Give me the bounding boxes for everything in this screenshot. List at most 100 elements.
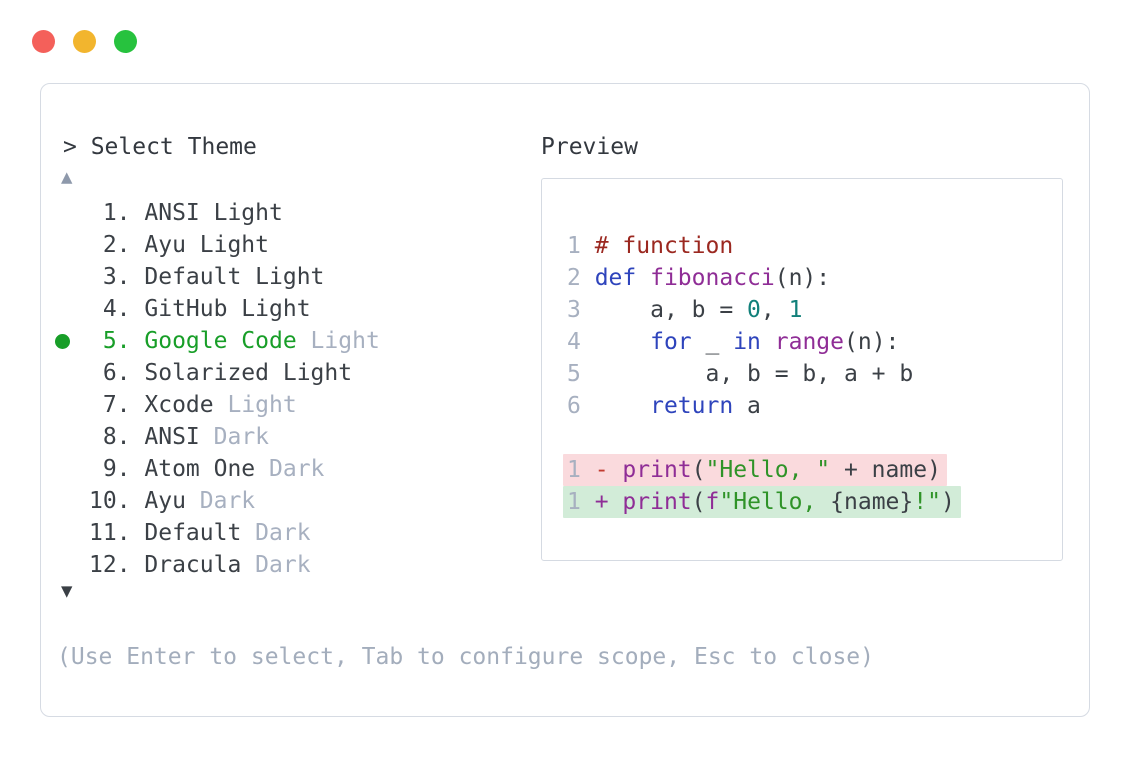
minimize-window-icon[interactable] xyxy=(73,30,96,53)
theme-list-item[interactable]: 8. ANSI Dark xyxy=(89,421,380,453)
theme-item-name: Atom One xyxy=(130,456,256,482)
code-token-function: range xyxy=(774,329,844,355)
code-token-string: !" xyxy=(913,489,941,515)
code-token-keyword: in xyxy=(733,329,761,355)
theme-item-number: 11. xyxy=(89,520,131,546)
code-token-plain: a, b = xyxy=(594,297,748,323)
code-token-plain: ) xyxy=(940,489,955,515)
theme-list-item[interactable]: 5. Google Code Light xyxy=(55,325,380,357)
blank-line xyxy=(567,422,961,454)
code-line: 4 for _ in range(n): xyxy=(567,326,961,358)
line-number: 4 xyxy=(567,329,595,355)
diff-removed-line: 1 - print("Hello, " + name) xyxy=(563,454,961,486)
scroll-down-icon[interactable]: ▼ xyxy=(61,580,73,602)
code-token-keyword: for xyxy=(650,329,692,355)
theme-item-number: 1. xyxy=(102,200,131,226)
theme-list-item[interactable]: 3. Default Light xyxy=(89,261,380,293)
theme-item-number: 8. xyxy=(102,424,131,450)
theme-item-variant: Light xyxy=(213,392,297,418)
code-line: 3 a, b = 0, 1 xyxy=(567,294,961,326)
theme-item-name: Default xyxy=(130,520,242,546)
code-token-function: f xyxy=(705,489,720,515)
theme-item-name: Google Code xyxy=(130,328,297,354)
code-token-number: 0 xyxy=(747,297,761,323)
code-token-plain: _ xyxy=(691,329,734,355)
code-token-keyword: def xyxy=(594,265,637,291)
theme-item-name: Solarized Light xyxy=(130,360,353,386)
line-number: 6 xyxy=(567,393,595,419)
code-preview: 1 # function 2 def fibonacci(n):3 a, b = … xyxy=(563,230,961,518)
theme-item-variant: Light xyxy=(296,328,380,354)
diff-line-highlight: 1 - print("Hello, " + name) xyxy=(563,454,947,486)
code-token-string: "Hello, " xyxy=(705,457,831,483)
theme-item-number: 12. xyxy=(89,552,131,578)
code-token-plain xyxy=(761,329,775,355)
theme-item-name: Ayu xyxy=(130,488,186,514)
line-number: 1 xyxy=(567,233,595,259)
theme-list-item[interactable]: 11. Default Dark xyxy=(89,517,380,549)
diff-added-line: 1 + print(f"Hello, {name}!") xyxy=(563,486,961,518)
code-token-plain: a xyxy=(733,393,761,419)
code-token-number: 1 xyxy=(788,297,803,323)
code-token-plain: ( xyxy=(691,489,706,515)
theme-list-item[interactable]: 7. Xcode Light xyxy=(89,389,380,421)
line-number: 5 xyxy=(567,361,595,387)
theme-item-variant: Dark xyxy=(241,552,311,578)
code-line: 2 def fibonacci(n): xyxy=(567,262,961,294)
theme-item-name: Xcode xyxy=(130,392,214,418)
selected-theme-marker-icon xyxy=(55,334,70,349)
theme-list-item[interactable]: 6. Solarized Light xyxy=(89,357,380,389)
theme-item-number: 6. xyxy=(102,360,131,386)
scroll-up-icon[interactable]: ▲ xyxy=(61,166,73,188)
code-line: 5 a, b = b, a + b xyxy=(567,358,961,390)
code-line: 6 return a xyxy=(567,390,961,422)
theme-item-number: 7. xyxy=(102,392,131,418)
code-token-plain xyxy=(595,329,650,355)
theme-item-number: 10. xyxy=(89,488,131,514)
code-token-keyword: return xyxy=(650,393,734,419)
code-token-comment: # function xyxy=(594,233,734,259)
code-token-function: print xyxy=(622,489,692,515)
theme-item-variant: Dark xyxy=(241,520,311,546)
code-token-plain: (n): xyxy=(844,329,900,355)
theme-item-variant: Dark xyxy=(185,488,256,514)
preview-label: Preview xyxy=(541,134,638,160)
theme-item-name: GitHub Light xyxy=(130,296,311,322)
theme-item-variant: Dark xyxy=(255,456,325,482)
theme-list-item[interactable]: 12. Dracula Dark xyxy=(89,549,380,581)
diff-line-highlight: 1 + print(f"Hello, {name}!") xyxy=(563,486,961,518)
theme-list-item[interactable]: 9. Atom One Dark xyxy=(89,453,380,485)
theme-item-number: 5. xyxy=(102,328,131,354)
line-number: 2 xyxy=(567,265,595,291)
code-token-plain xyxy=(636,265,650,291)
theme-item-name: Dracula xyxy=(130,552,242,578)
close-window-icon[interactable] xyxy=(32,30,55,53)
theme-item-name: Ayu Light xyxy=(130,232,270,258)
diff-sign: + xyxy=(594,489,623,515)
code-token-function: print xyxy=(622,457,692,483)
theme-item-number: 3. xyxy=(102,264,131,290)
picker-title: > Select Theme xyxy=(63,134,257,160)
code-token-plain: , xyxy=(760,297,789,323)
theme-item-number: 9. xyxy=(102,456,131,482)
theme-list-item[interactable]: 1. ANSI Light xyxy=(89,197,380,229)
code-token-string: "Hello, xyxy=(719,489,831,515)
code-token-plain: a, b = b, a + b xyxy=(594,361,914,387)
theme-item-variant: Dark xyxy=(199,424,270,450)
code-token-plain: + name) xyxy=(830,457,941,483)
window-controls xyxy=(32,30,137,53)
code-token-plain: ( xyxy=(691,457,706,483)
theme-item-number: 4. xyxy=(102,296,131,322)
theme-item-name: ANSI xyxy=(130,424,200,450)
code-token-plain: (n): xyxy=(774,265,831,291)
theme-list-item[interactable]: 2. Ayu Light xyxy=(89,229,380,261)
theme-item-name: Default Light xyxy=(130,264,325,290)
maximize-window-icon[interactable] xyxy=(114,30,137,53)
theme-list-item[interactable]: 4. GitHub Light xyxy=(89,293,380,325)
theme-list-item[interactable]: 10. Ayu Dark xyxy=(89,485,380,517)
keyboard-hint: (Use Enter to select, Tab to configure s… xyxy=(57,644,874,670)
line-number: 1 xyxy=(567,489,595,515)
diff-sign: - xyxy=(594,457,623,483)
